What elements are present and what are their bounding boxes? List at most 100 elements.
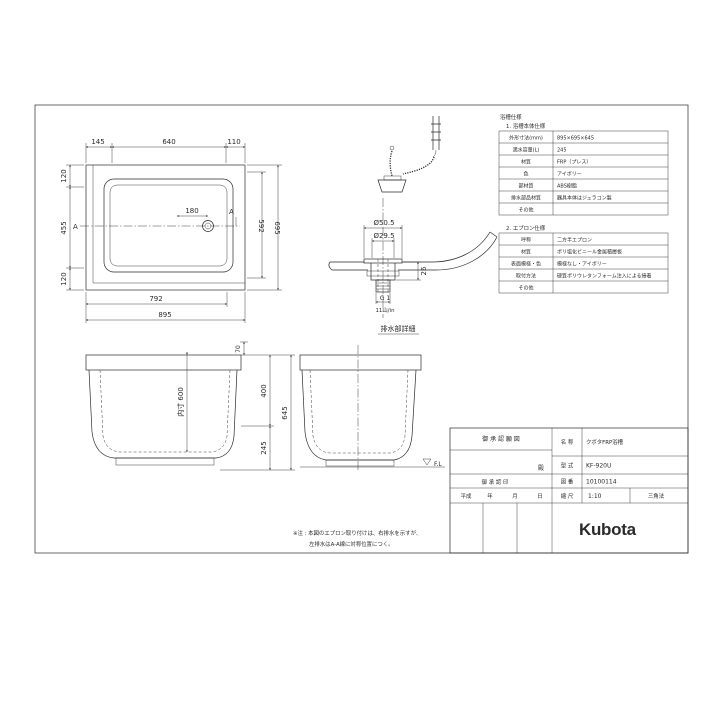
note-line-1: ※注 : 本図のエプロン取り付けは、右排水を示すが、 bbox=[293, 529, 421, 537]
drain-flange bbox=[363, 258, 403, 264]
drain-locknut bbox=[366, 270, 400, 277]
note-line-2: 左排水はA-A線に対称位置につく。 bbox=[309, 540, 394, 548]
apron-curve bbox=[431, 231, 498, 271]
chain-upper bbox=[389, 150, 393, 177]
drawing-no-label: 図 番 bbox=[561, 479, 574, 486]
front-basin-hidden bbox=[99, 369, 231, 453]
apron-edge bbox=[92, 165, 245, 284]
drain-detail: Ø50.5 Ø29.5 26 G 1 11山/in 排水部詳細 bbox=[328, 116, 498, 335]
body-row-value: FRP（プレス） bbox=[557, 160, 591, 166]
plan-view: A A 180 145 640 110 120 455 120 592 695 … bbox=[60, 138, 282, 323]
floor-level-label: F.L bbox=[434, 461, 442, 468]
dim-bottom-1-label: 792 bbox=[149, 295, 162, 303]
apron-row-label: 呼称 bbox=[521, 237, 531, 244]
drain-bore bbox=[377, 259, 389, 292]
date-day: 日 bbox=[537, 493, 542, 500]
scale-label: 縮 尺 bbox=[561, 492, 574, 500]
body-row-label: その他 bbox=[518, 207, 533, 214]
body-row-label: 排水部品材質 bbox=[511, 195, 541, 202]
body-row-label: 色 bbox=[523, 171, 528, 178]
bottom-extension-lines bbox=[85, 292, 246, 323]
flange-dia-label: Ø50.5 bbox=[373, 219, 394, 227]
spec-section: 浴槽仕様 1. 浴槽本体仕様 外形寸法(mm) 895×695×645 満水容量… bbox=[498, 113, 669, 294]
apron-spec-table: 呼称 二方半エプロン 材質 ポリ塩化ビニール金属積層板 表面模様・色 模様なし・… bbox=[498, 232, 669, 294]
name-label: 名 称 bbox=[561, 438, 574, 446]
projection-label: 三角法 bbox=[648, 492, 665, 500]
title-block-border bbox=[449, 427, 689, 554]
date-year: 年 bbox=[487, 492, 493, 500]
date-era: 平成 bbox=[461, 492, 472, 500]
front-extension-lines bbox=[220, 341, 295, 471]
drawing-frame bbox=[34, 104, 689, 554]
total-dim-label: 645 bbox=[281, 406, 289, 419]
date-month: 月 bbox=[512, 493, 517, 500]
model-value: KF-920U bbox=[586, 463, 611, 470]
height-ext-lines bbox=[396, 261, 421, 281]
dim-right-1-label: 592 bbox=[257, 219, 265, 232]
apron-row-label: 取付方法 bbox=[516, 273, 536, 280]
scale-value: 1:10 bbox=[588, 493, 602, 500]
body-row-label: 部材質 bbox=[518, 183, 533, 190]
front-view: 内寸 600 70 400 245 645 bbox=[85, 341, 295, 471]
flange-ext-lines bbox=[363, 225, 403, 258]
approval-stamp-label: 御 承 認 印 bbox=[482, 478, 509, 486]
side-rim bbox=[299, 354, 422, 371]
title-block: 御 承 認 願 図 殿 御 承 認 印 平成 年 月 日 名 称 クボタFRP浴… bbox=[449, 427, 689, 554]
apron-row-value: 二方半エプロン bbox=[557, 237, 592, 244]
height-label: 26 bbox=[420, 266, 428, 275]
right-extension-lines bbox=[247, 164, 282, 291]
front-body bbox=[88, 369, 238, 459]
body-spec-table: 外形寸法(mm) 895×695×645 満水容量(L) 245 材質 FRP（… bbox=[498, 130, 669, 216]
note: ※注 : 本図のエプロン取り付けは、右排水を示すが、 左排水はA-A線に対称位置… bbox=[293, 529, 421, 548]
body-row-value: ABS樹脂 bbox=[557, 183, 577, 190]
title-block-grid bbox=[450, 428, 688, 553]
thread-pitch-label: 11山/in bbox=[376, 306, 395, 314]
body-row-label: 外形寸法(mm) bbox=[509, 135, 543, 142]
dim-bottom-2-label: 895 bbox=[158, 311, 171, 319]
kubota-logo: Kubota bbox=[579, 520, 637, 539]
apron-row-value: 硬質ポリウレタンフォーム注入による接着 bbox=[557, 273, 652, 280]
inner-depth-label: 内寸 600 bbox=[176, 387, 185, 417]
section-mark-left: A bbox=[73, 223, 78, 231]
chain-ring bbox=[389, 145, 395, 151]
body-row-label: 満水容量(L) bbox=[513, 147, 540, 154]
dim-left-1-label: 120 bbox=[60, 169, 68, 182]
approval-header: 御 承 認 願 図 bbox=[482, 435, 520, 443]
dim-top-2-label: 640 bbox=[162, 138, 175, 146]
dim-left-2-label: 455 bbox=[60, 221, 68, 234]
basin-outer bbox=[103, 178, 234, 273]
left-extension-lines bbox=[66, 164, 84, 291]
body-row-value: 器具本体はジュラコン製 bbox=[557, 195, 612, 202]
body-table-grid bbox=[499, 131, 668, 215]
basin-inner bbox=[109, 184, 228, 267]
overflow-pipe bbox=[431, 116, 441, 150]
customer-suffix: 殿 bbox=[538, 465, 544, 472]
apron-table-border bbox=[498, 232, 669, 294]
body-table-border bbox=[498, 130, 669, 216]
top-extension-lines bbox=[85, 143, 246, 163]
floor-level-icon bbox=[422, 458, 432, 466]
name-value: クボタFRP浴槽 bbox=[586, 438, 624, 446]
chain-hook bbox=[432, 149, 437, 158]
thread-hatch bbox=[376, 282, 390, 290]
dim-right-2-label: 695 bbox=[273, 221, 281, 234]
side-body bbox=[301, 369, 417, 461]
apron-table-grid bbox=[499, 233, 668, 293]
apron-row-label: 表面模様・色 bbox=[511, 261, 541, 268]
drawing-no-value: 10100114 bbox=[586, 479, 617, 486]
body-row-value: 895×695×645 bbox=[557, 136, 594, 142]
upper-dim-label: 400 bbox=[260, 384, 268, 397]
spec-heading: 浴槽仕様 bbox=[500, 113, 522, 121]
model-label: 型 式 bbox=[561, 462, 574, 470]
section-mark-right: A bbox=[229, 208, 234, 216]
chain bbox=[402, 156, 435, 175]
body-row-value: アイボリー bbox=[557, 171, 582, 178]
side-view: F.L bbox=[299, 345, 445, 472]
rim-dim-label: 70 bbox=[235, 345, 242, 353]
lower-dim-label: 245 bbox=[260, 441, 268, 454]
dim-top-1-label: 145 bbox=[91, 138, 104, 146]
body-spec-title: 1. 浴槽本体仕様 bbox=[506, 122, 546, 130]
apron-row-value: ポリ塩化ビニール金属積層板 bbox=[557, 249, 622, 256]
body-row-value: 245 bbox=[557, 148, 567, 154]
